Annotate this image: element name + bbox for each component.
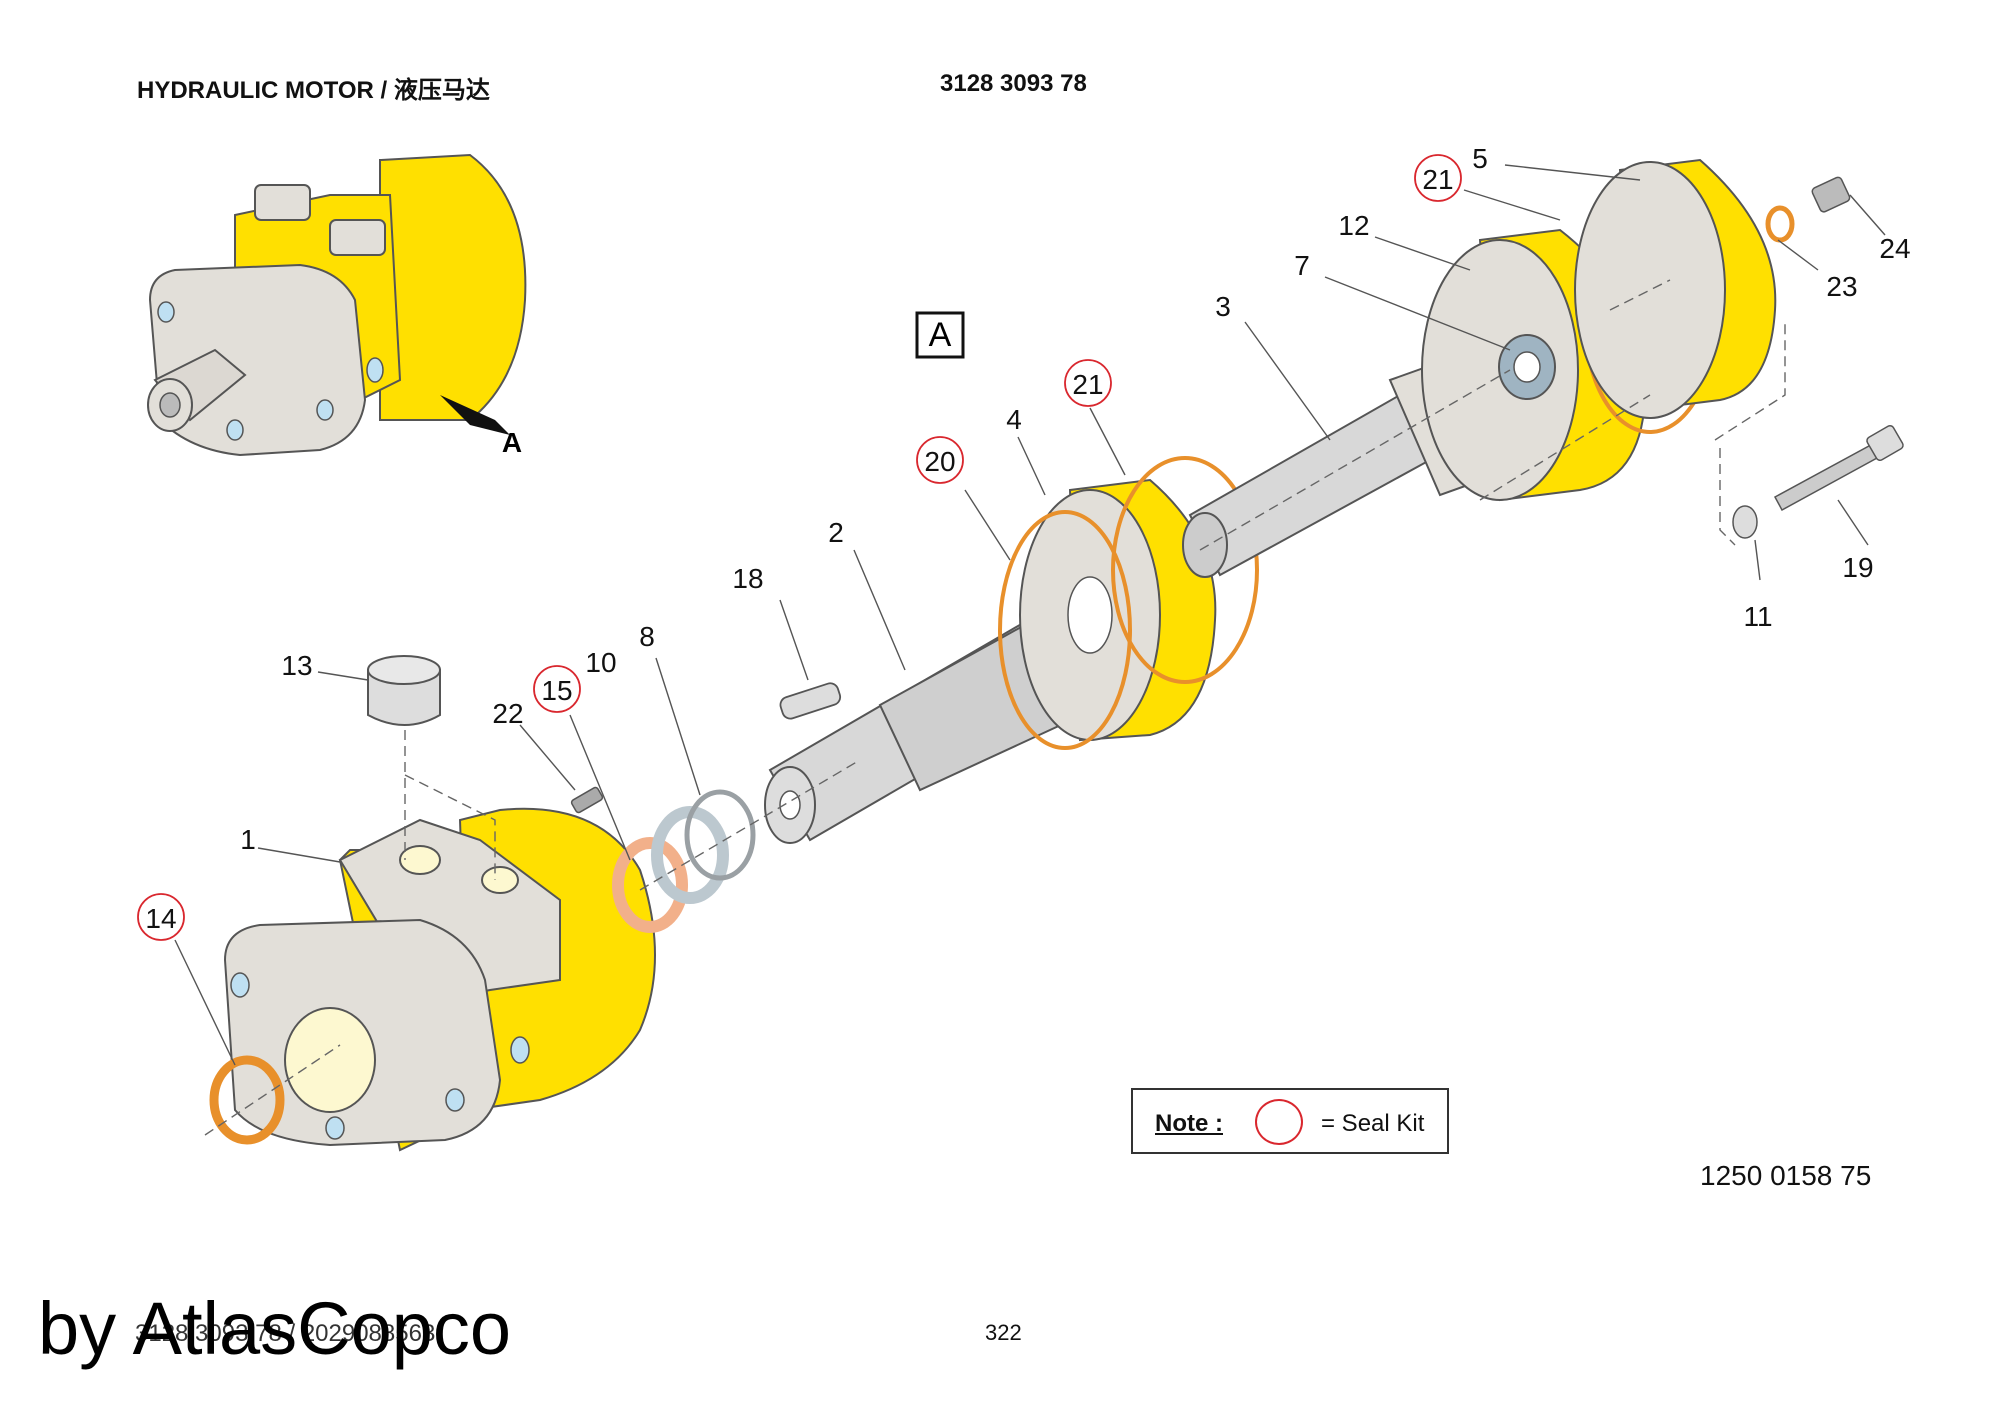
callout-15: 15 [541,675,572,706]
callout-21-lower: 21 [1072,369,1103,400]
assembled-motor-view [147,153,527,457]
seal-kit-symbol [1255,1099,1303,1145]
part-20-seal [998,510,1132,750]
callout-14: 14 [145,903,176,934]
seal-kit-note: Note : = Seal Kit [1131,1088,1449,1154]
part-22-screw [570,786,604,814]
callout-19: 19 [1842,552,1873,583]
seal-kit-circle-21-lower [1064,359,1112,407]
page-title: HYDRAULIC MOTOR / 液压马达 [137,77,490,104]
callout-7: 7 [1294,250,1310,281]
drawing-number: 1250 0158 75 [1700,1160,1872,1191]
callout-22: 22 [492,698,523,729]
part-12-gerotor [1421,228,1647,502]
callout-13: 13 [281,650,312,681]
part-23-seal [1765,205,1795,243]
callout-10: 10 [585,647,616,678]
callout-12: 12 [1338,210,1369,241]
callout-5: 5 [1472,143,1488,174]
view-a-box [915,311,965,359]
leader-lines [174,164,1886,1066]
part-18-key [779,682,842,720]
part-11-washer [1732,505,1758,539]
view-arrow-label: A [502,427,522,458]
part-24-plug [1811,176,1851,213]
seal-kit-circle-21-upper [1414,154,1462,202]
footer-reference: 3128 3093 78 / 2029088563 [135,1320,436,1347]
seal-kit-circle-15 [533,665,581,713]
note-text: = Seal Kit [1321,1110,1425,1137]
note-label: Note : [1155,1110,1223,1137]
callout-11: 11 [1743,601,1772,632]
callout-21-upper: 21 [1422,164,1453,195]
callout-8: 8 [639,621,655,652]
part-15-seal [612,837,688,933]
callout-3: 3 [1215,291,1231,322]
callout-18: 18 [732,563,763,594]
part-14-seal [209,1055,285,1145]
callout-4: 4 [1006,404,1022,435]
part-number: 3128 3093 78 [940,70,1087,97]
part-13-plug [367,655,441,726]
part-21-seal-lower [1111,456,1259,684]
watermark: by AtlasCopco [38,1287,512,1370]
seal-kit-circle-20 [916,436,964,484]
callout-1: 1 [240,824,256,855]
callout-23: 23 [1826,271,1857,302]
part-4-plate [1019,478,1217,742]
callout-24: 24 [1879,233,1910,264]
view-a-label: A [929,316,952,354]
page-number: 322 [985,1320,1022,1345]
part-5-end-cover [1574,158,1777,419]
callout-2: 2 [828,517,844,548]
seal-kit-circle-14 [137,893,185,941]
assembly-lines [204,279,1786,1136]
part-1-housing [223,807,656,1152]
part-19-bolt [1773,424,1904,512]
callout-20: 20 [924,446,955,477]
part-8-ring [684,789,756,881]
